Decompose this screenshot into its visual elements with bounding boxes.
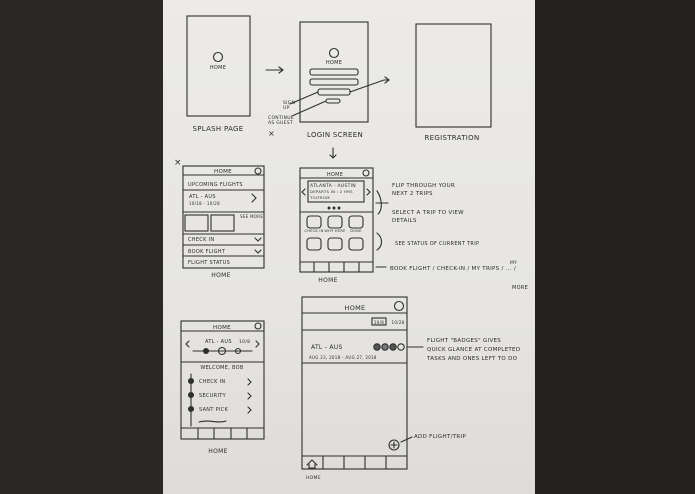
home-icon xyxy=(306,459,318,469)
note-badges-3: TASKS AND ONES LEFT TO DO xyxy=(426,356,518,362)
row2-annotations: FLIP THROUGH YOUR NEXT 2 TRIPS SELECT A … xyxy=(375,183,528,291)
row3-annotations: FLIGHT "BADGES" GIVES QUICK GLANCE AT CO… xyxy=(400,338,520,443)
timeline-route: ATL - AUS xyxy=(205,339,232,345)
home-big-sketch: HOME 10/8 10/28 ATL - AUS AUG 23, 2018 -… xyxy=(301,296,408,481)
list-dates: 10/18 - 10/28 xyxy=(189,201,220,206)
home-timeline-sketch: HOME ATL - AUS 10/8 WELCOME, BOB CHECK I… xyxy=(180,320,265,455)
note-flip-1: FLIP THROUGH YOUR xyxy=(392,183,455,189)
tile-label-1: CHECK IN xyxy=(304,229,323,233)
guest-pointer xyxy=(291,100,327,117)
step-security: SECURITY xyxy=(199,393,227,399)
username-field xyxy=(309,68,359,76)
background-left xyxy=(0,0,163,494)
big-profile-icon xyxy=(393,300,405,312)
chevron-right-icon xyxy=(251,193,257,203)
arrow-to-registration xyxy=(349,79,390,93)
note-add: ADD FLIGHT/TRIP xyxy=(414,434,466,440)
login-button xyxy=(317,88,351,96)
splash-page-sketch: HOME SPLASH PAGE xyxy=(186,15,251,133)
splash-frame xyxy=(186,15,251,117)
home-list-frame xyxy=(182,165,265,269)
upcoming-flights-label: UPCOMING FLIGHTS xyxy=(188,182,243,188)
login-home-label: HOME xyxy=(326,60,342,66)
card-route: ATLANTA - AUSTIN xyxy=(310,183,356,189)
welcome-text: WELCOME, BOB xyxy=(200,365,244,371)
logo-circle xyxy=(212,51,224,63)
trip-card xyxy=(307,180,365,203)
home-list-title: HOME xyxy=(214,169,232,175)
note-select-2: DETAILS xyxy=(392,218,417,224)
see-more-label: SEE MORE xyxy=(240,214,263,219)
sign-up-label-1: SIGN xyxy=(283,100,295,106)
background-right xyxy=(535,0,695,494)
step-check-in: CHECK IN xyxy=(199,379,225,385)
timeline-caption: HOME xyxy=(208,448,227,455)
home-timeline-frame xyxy=(180,320,265,440)
note-badges-1: FLIGHT "BADGES" GIVES xyxy=(427,338,501,344)
note-nav: BOOK FLIGHT / CHECK-IN / MY TRIPS / ... … xyxy=(390,266,516,272)
signup-pointer xyxy=(289,91,319,105)
login-caption: LOGIN SCREEN xyxy=(307,131,363,139)
card-sub2: TO/FROM xyxy=(309,195,330,200)
note-more: MORE xyxy=(512,285,528,291)
check-in-row: CHECK IN xyxy=(188,237,214,243)
registration-caption: REGISTRATION xyxy=(424,134,479,142)
splash-caption: SPLASH PAGE xyxy=(192,125,243,133)
login-screen-sketch: HOME SIGN UP CONTINUE AS GUEST × LOGIN S… xyxy=(268,21,390,139)
big-title: HOME xyxy=(345,304,366,312)
home-cards-frame xyxy=(299,167,374,273)
arrow-splash-to-login xyxy=(265,66,284,74)
note-select-1: SELECT A TRIP TO VIEW xyxy=(392,210,464,216)
sign-up-label-2: UP xyxy=(283,105,290,111)
home-cards-title: HOME xyxy=(327,172,343,178)
login-frame xyxy=(299,21,369,123)
big-route: ATL - AUS xyxy=(311,344,343,351)
note-nav-my: MY xyxy=(510,260,517,266)
next-arrow-icon xyxy=(366,188,371,196)
add-flight-button xyxy=(388,439,400,451)
x-mark-1: × xyxy=(268,129,275,138)
step-pick: SANT PICK xyxy=(199,407,228,413)
big-caption: HOME xyxy=(306,475,321,481)
splash-home-label: HOME xyxy=(210,65,226,71)
chip-1: 10/8 xyxy=(374,320,384,325)
guest-label-1: CONTINUE xyxy=(268,115,294,121)
password-field xyxy=(309,78,359,86)
big-dates: AUG 23, 2018 - AUG 27, 2018 xyxy=(309,355,377,360)
note-flip-2: NEXT 2 TRIPS xyxy=(392,191,433,197)
registration-frame xyxy=(415,23,492,128)
chevron-down-icon xyxy=(254,237,262,242)
prev-arrow-icon xyxy=(301,188,306,196)
note-status: SEE STATUS OF CURRENT TRIP xyxy=(395,241,479,247)
brace-flip xyxy=(376,190,382,215)
home-cards-sketch: HOME ATLANTA - AUSTIN DEPARTS IN : 2 HRS… xyxy=(299,167,374,284)
home-list-caption: HOME xyxy=(211,272,230,279)
home-big-frame xyxy=(301,296,408,470)
book-flight-row: BOOK FLIGHT xyxy=(188,249,226,255)
arrow-login-down xyxy=(329,147,337,159)
login-logo xyxy=(328,47,340,59)
card-sub1: DEPARTS IN : 2 HRS xyxy=(310,189,353,194)
note-badges-2: QUICK GLANCE AT COMPLETED xyxy=(427,347,520,353)
timeline-title: HOME xyxy=(213,325,231,331)
registration-sketch: REGISTRATION xyxy=(415,23,492,142)
chip-2: 10/28 xyxy=(391,320,404,325)
home-list-sketch: HOME UPCOMING FLIGHTS ATL - AUS 10/18 - … xyxy=(182,165,265,279)
profile-icon xyxy=(254,167,262,175)
flight-status-row: FLIGHT STATUS xyxy=(188,260,230,266)
x-mark-2: × xyxy=(174,158,182,168)
list-route: ATL - AUS xyxy=(189,194,216,200)
timeline-date: 10/8 xyxy=(239,339,250,345)
tile-label-2: WHY HERE xyxy=(324,229,345,233)
guest-link xyxy=(325,98,341,104)
home-cards-caption: HOME xyxy=(318,277,337,284)
guest-label-2: AS GUEST xyxy=(268,120,293,126)
tile-label-3: DONE xyxy=(350,229,361,233)
